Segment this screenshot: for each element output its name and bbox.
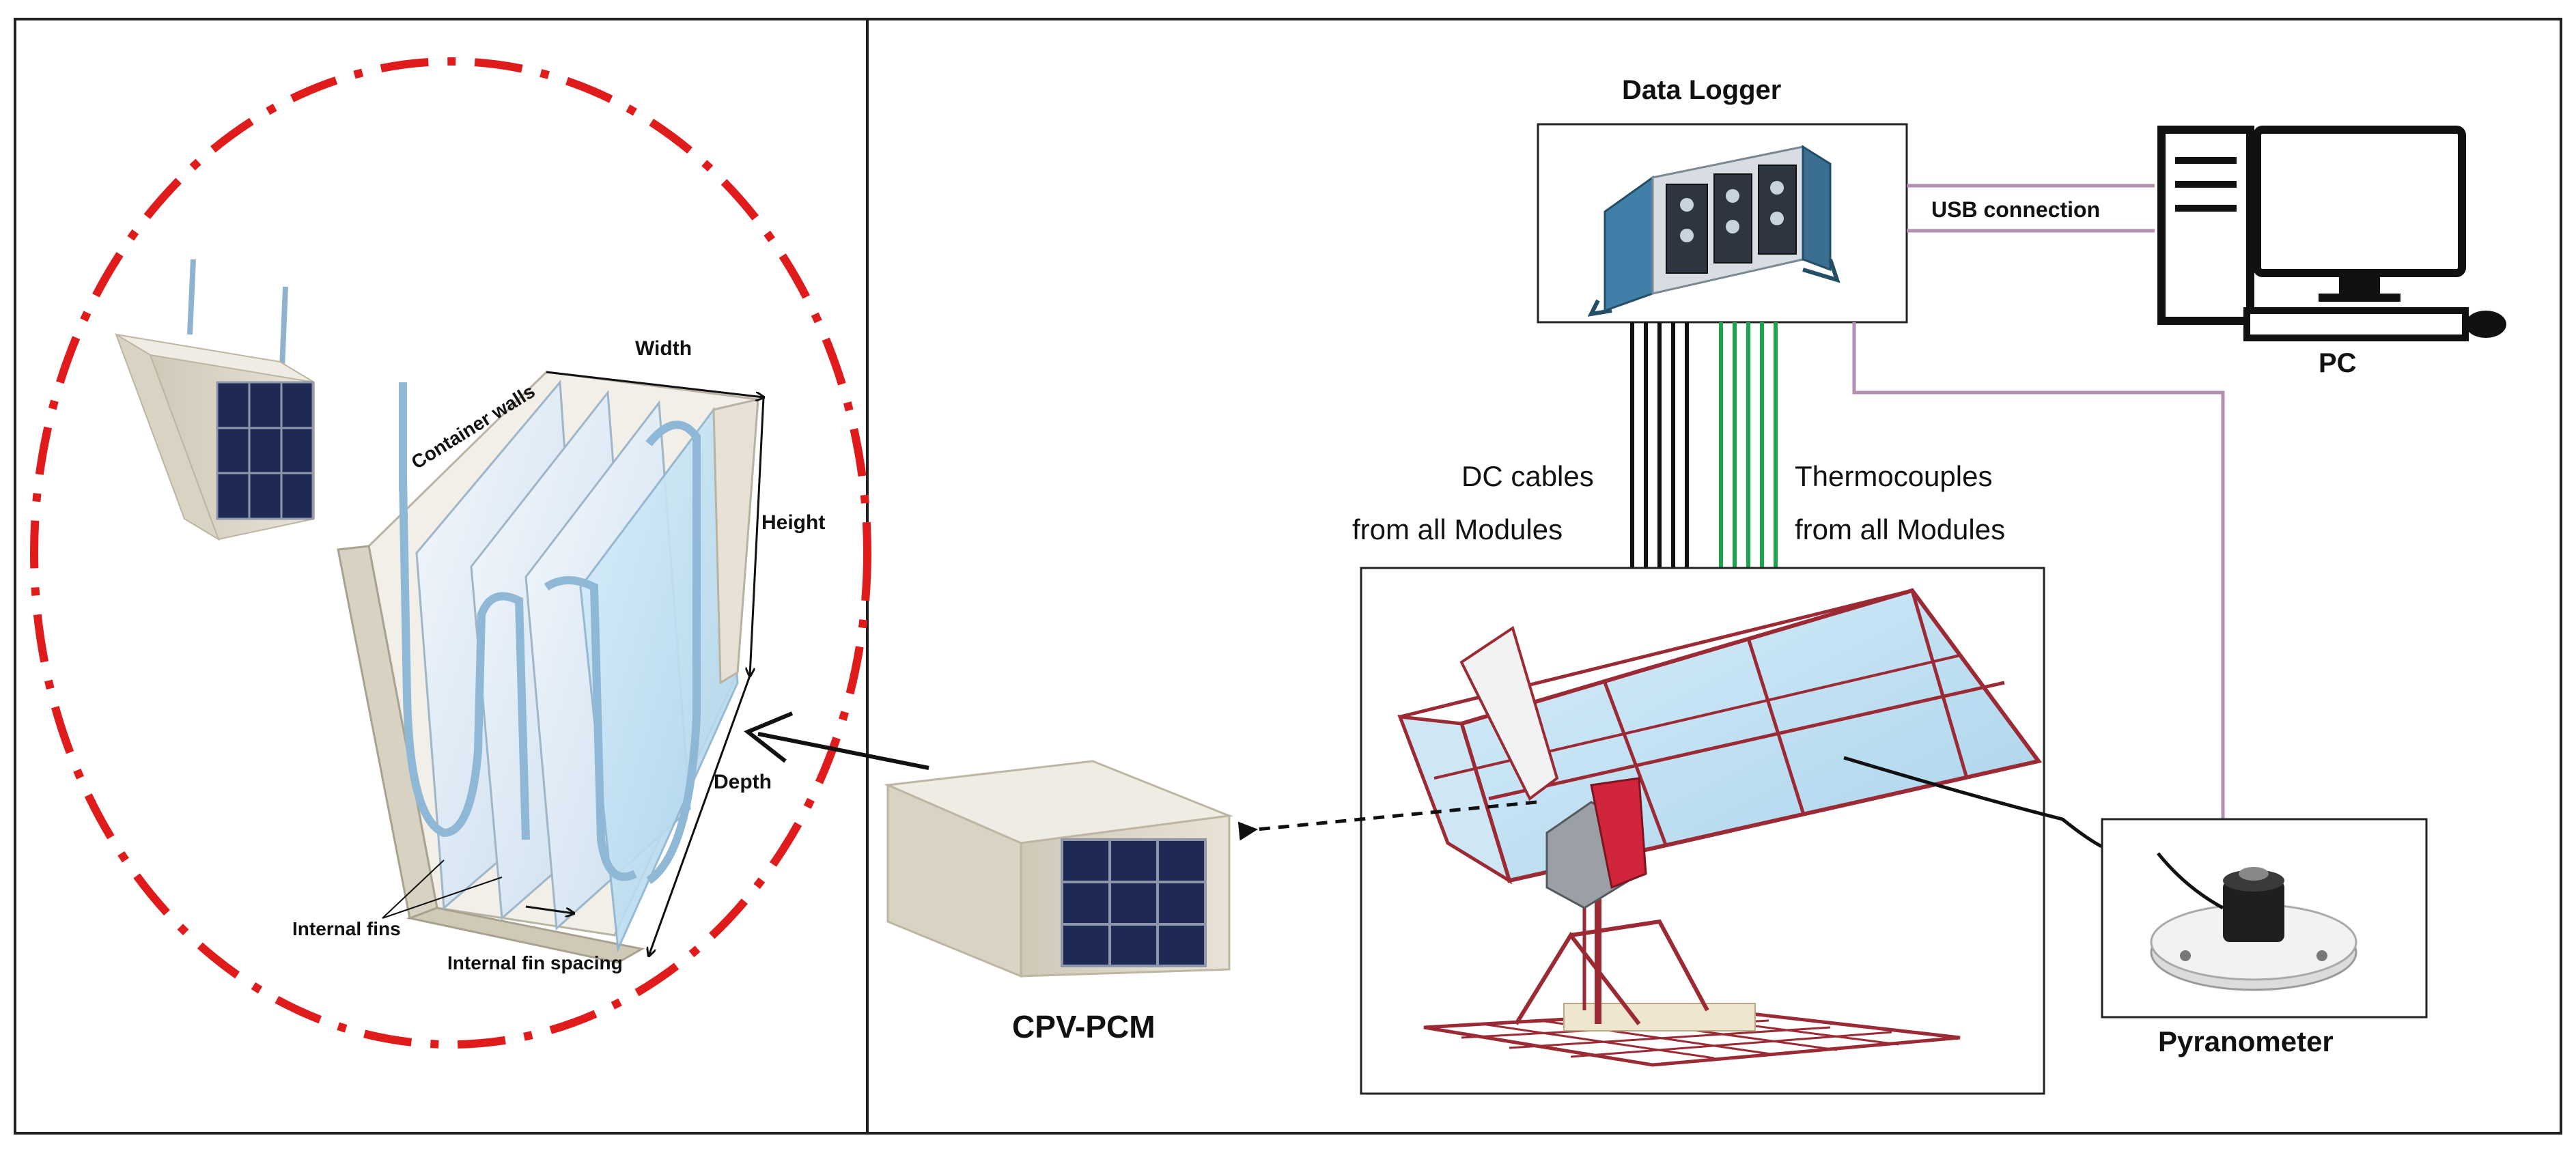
depth-label: Depth: [714, 771, 772, 793]
arrow-to-cutaway: [757, 732, 929, 770]
data-logger-label: Data Logger: [1622, 75, 1781, 105]
thermocouples-label-line2: from all Modules: [1795, 513, 2005, 545]
dc-cables-label-line1: DC cables: [1461, 460, 1594, 492]
pyranometer-cable: [1852, 322, 2225, 819]
small-cpv-module-icon: [115, 259, 315, 541]
cpv-pcm-label: CPV-PCM: [1012, 1009, 1156, 1044]
pyranometer-label: Pyranometer: [2158, 1025, 2334, 1057]
data-acquisition-chassis-icon: [1587, 145, 1840, 317]
internal-fins-leader-b: [382, 877, 503, 919]
usb-connection-label: USB connection: [1931, 197, 2100, 222]
thermocouple-wires: [1719, 322, 1778, 568]
desktop-computer-icon: [2157, 126, 2506, 341]
dc-cables-label-line2: from all Modules: [1352, 513, 1563, 545]
internal-fins-label: Internal fins: [292, 918, 401, 939]
internal-fin-spacing-label: Internal fin spacing: [447, 952, 623, 973]
cpv-pcm-module-icon: [884, 760, 1233, 978]
solar-concentrator-tracker-icon: [1397, 588, 2161, 1067]
width-label: Width: [635, 337, 692, 360]
outer-frame: [14, 18, 2562, 1135]
dc-cables: [1630, 322, 1689, 568]
arrow-head-to-cutaway: [744, 711, 794, 763]
dashed-circle: [30, 57, 871, 1049]
dimension-lines: [525, 371, 764, 956]
dashed-arrow-to-module: [1237, 800, 1537, 841]
pc-label: PC: [2319, 348, 2357, 378]
internal-fins-leader-a: [382, 859, 445, 919]
thermocouples-label-line1: Thermocouples: [1795, 460, 1992, 492]
pyranometer-sensor-icon: [2150, 852, 2357, 991]
container-cutaway-icon: [337, 371, 759, 964]
height-label: Height: [761, 511, 825, 534]
